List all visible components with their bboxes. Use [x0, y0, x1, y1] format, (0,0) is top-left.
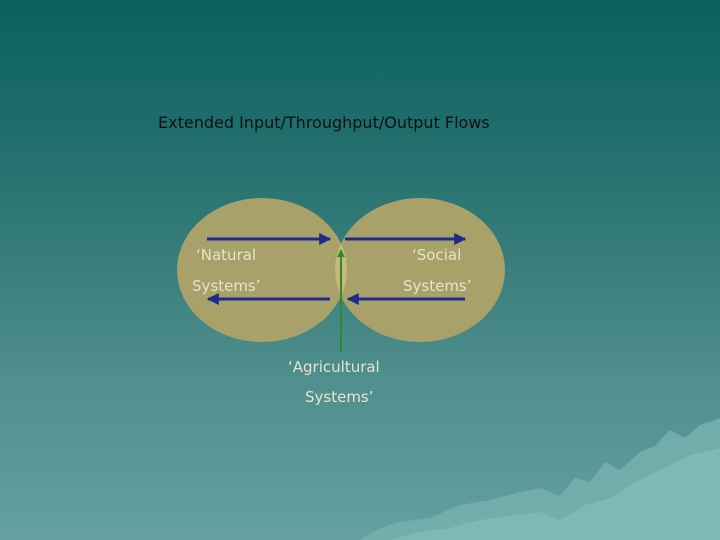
agricultural-systems-label-line1: ‘Agricultural [288, 358, 380, 376]
agricultural-systems-label-line2: Systems’ [305, 388, 374, 406]
natural-systems-circle [177, 198, 347, 342]
natural-systems-label-line2: Systems’ [192, 277, 261, 295]
social-systems-label-line1: ‘Social [412, 246, 462, 264]
social-systems-label-line2: Systems’ [403, 277, 472, 295]
natural-systems-label-line1: ‘Natural [196, 246, 257, 264]
social-systems-circle [335, 198, 505, 342]
slide-title: Extended Input/Throughput/Output Flows [158, 113, 490, 132]
